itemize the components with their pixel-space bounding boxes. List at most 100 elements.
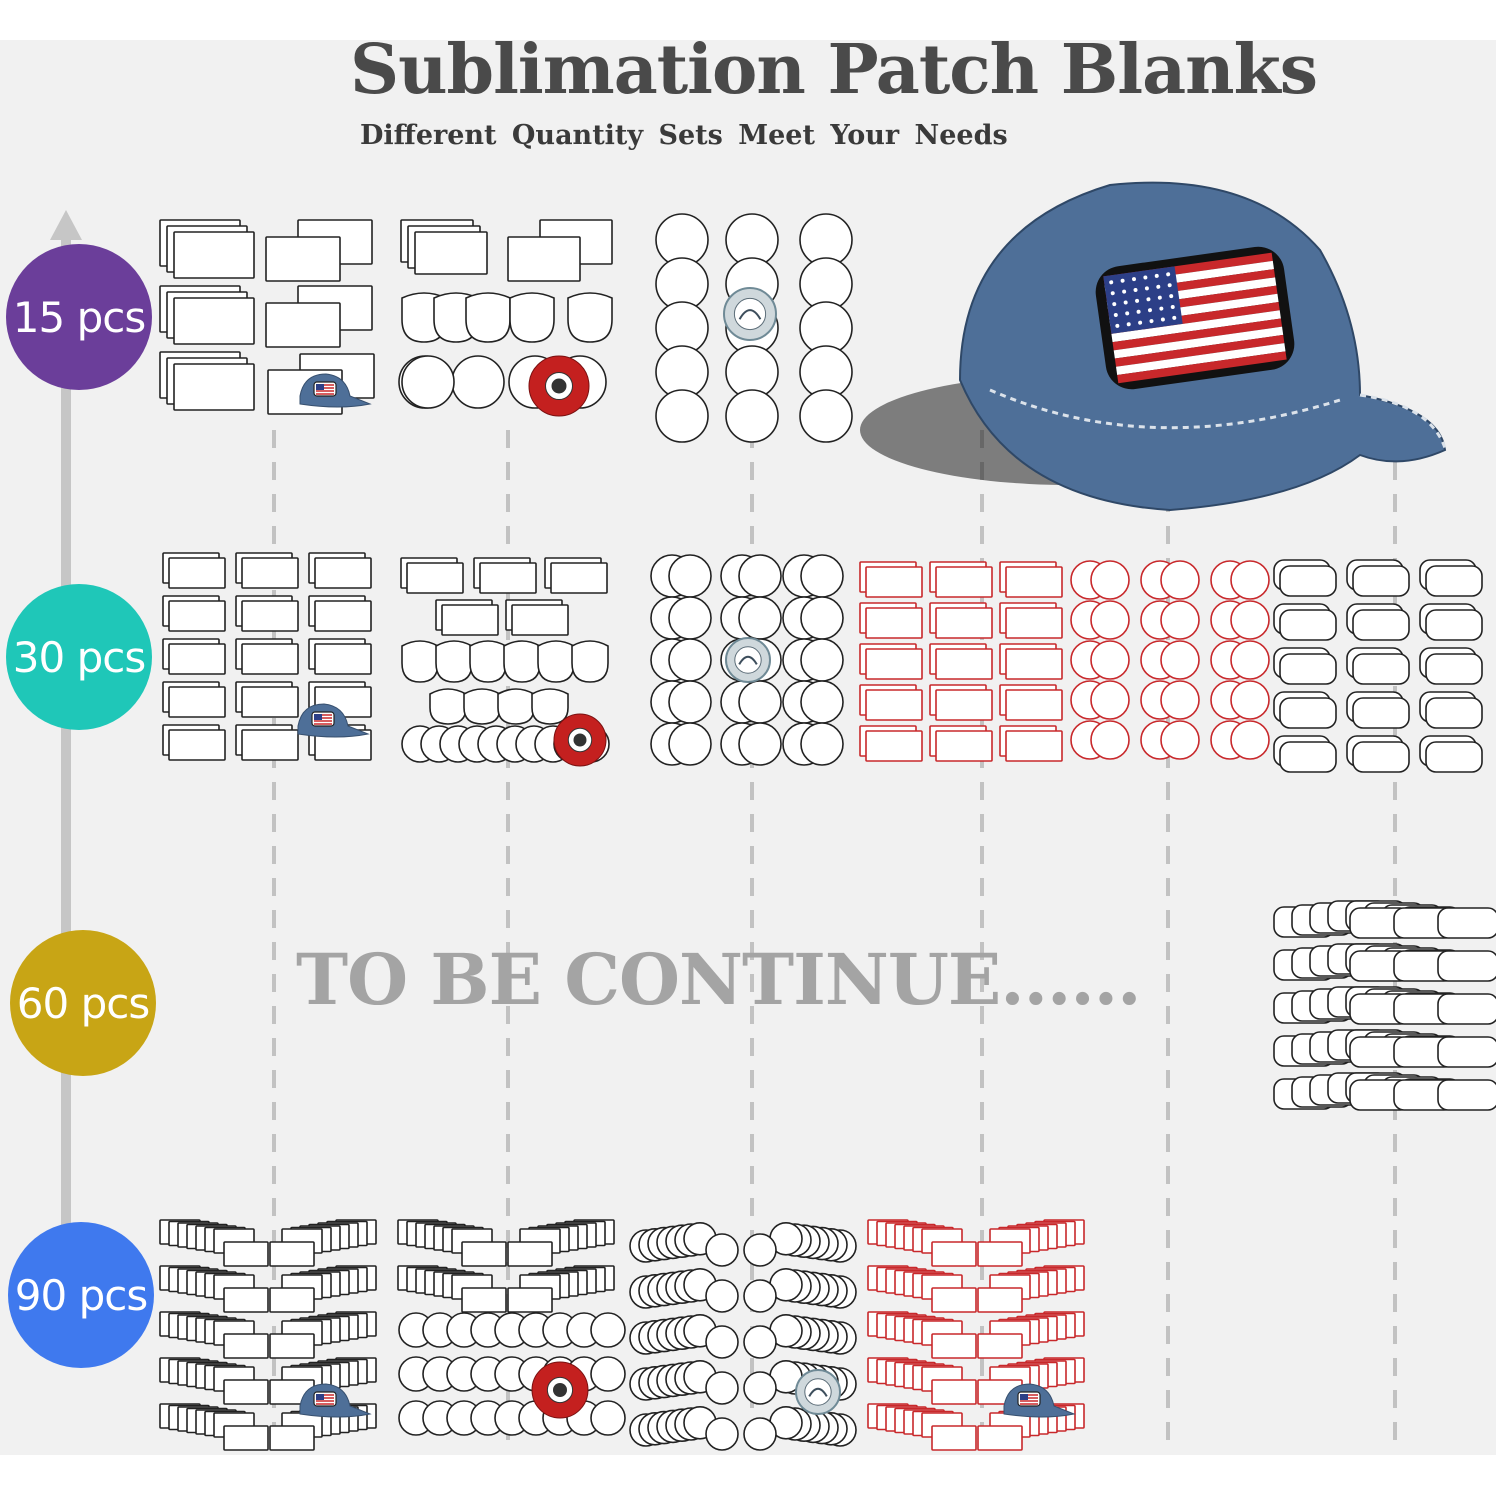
flag-star (1120, 278, 1125, 283)
patch-blank (1425, 697, 1483, 729)
patch-blank (507, 1287, 553, 1313)
patch-blank (223, 1333, 269, 1359)
patch-blank (168, 600, 226, 632)
patch-blank (977, 1425, 1023, 1451)
patch-blank (1160, 600, 1200, 640)
patch-blank (223, 1241, 269, 1267)
patch-blank (1005, 566, 1063, 598)
patch-blank (1279, 653, 1337, 685)
patch-blank (977, 1287, 1023, 1313)
flag-star (1135, 298, 1140, 303)
patch-blank (743, 1233, 777, 1267)
flag-stripe (1112, 318, 1283, 351)
patch-blank (241, 643, 299, 675)
patch-blank (1437, 1036, 1496, 1068)
patch-blank (1279, 565, 1337, 597)
patch-blank (1160, 680, 1200, 720)
tier-badge-90: 90 pcs (8, 1222, 154, 1368)
patch-blank (1352, 609, 1410, 641)
set-30-rectangles (162, 552, 372, 761)
patch-blank (168, 557, 226, 589)
patch-blank (865, 730, 923, 762)
patch-blank (1160, 640, 1200, 680)
set-30-circles (650, 554, 844, 766)
flag-patch-icon (1103, 252, 1287, 384)
patch-blank (738, 680, 782, 724)
patch-blank (269, 1241, 315, 1267)
patch-blank (1005, 648, 1063, 680)
set-60-rounded-rectangles (1273, 900, 1496, 1111)
patch-blank (1425, 609, 1483, 641)
flag-star (1122, 289, 1127, 294)
patch-blank (935, 607, 993, 639)
coaster-photo-icon (795, 1369, 841, 1415)
patch-blank (1437, 993, 1496, 1025)
patch-blank (1437, 907, 1496, 939)
patch-blank (1352, 697, 1410, 729)
patch-blank (173, 363, 255, 411)
set-90-circles (629, 1222, 857, 1451)
flag-star (1109, 280, 1114, 285)
patch-blank (465, 292, 511, 343)
patch-blank (1230, 600, 1270, 640)
patch-blank (497, 688, 535, 725)
patch-blank (743, 1371, 777, 1405)
patch-blank (931, 1333, 977, 1359)
patch-blank (461, 1241, 507, 1267)
patch-blank (668, 722, 712, 766)
flag-star (1126, 322, 1131, 327)
patch-blank (668, 554, 712, 598)
flag-star (1138, 320, 1143, 325)
patch-blank (800, 554, 844, 598)
patch-blank (463, 688, 501, 725)
patch-blank (1005, 689, 1063, 721)
patch-blank (743, 1279, 777, 1313)
patch-blank (1437, 950, 1496, 982)
patch-blank (173, 231, 255, 279)
patch-blank (1279, 741, 1337, 773)
set-30-red-rectangles (859, 561, 1063, 762)
flag-star (1133, 288, 1138, 293)
flag-stripe (1111, 310, 1281, 343)
patch-blank (977, 1241, 1023, 1267)
flag-canton (1103, 266, 1183, 334)
patch-blank (314, 643, 372, 675)
patch-blank (935, 730, 993, 762)
patch-blank (1230, 560, 1270, 600)
page-title: Sublimation Patch Blanks (350, 30, 1318, 110)
patch-blank (705, 1325, 739, 1359)
patch-blank (800, 638, 844, 682)
patch-blank (865, 607, 923, 639)
patch-blank (429, 688, 467, 725)
patch-blank (269, 1287, 315, 1313)
patch-blank (507, 236, 581, 282)
patch-blank (265, 236, 341, 282)
patch-blank (738, 596, 782, 640)
patch-blank (1230, 680, 1270, 720)
patch-blank (1425, 653, 1483, 685)
patch-blank (479, 562, 537, 594)
patch-blank (503, 640, 541, 683)
patch-blank (1230, 720, 1270, 760)
flag-star (1123, 300, 1128, 305)
patch-blank (1230, 640, 1270, 680)
patch-blank (537, 640, 575, 683)
patch-blank (931, 1241, 977, 1267)
patch-blank (743, 1417, 777, 1451)
patch-blank (1090, 560, 1130, 600)
patch-blank (401, 640, 439, 683)
patch-blank (1279, 609, 1337, 641)
page-subtitle: Different Quantity Sets Meet Your Needs (360, 120, 1008, 151)
patch-blank (414, 231, 488, 275)
coaster-photo-icon (723, 287, 777, 341)
tier-badge-60: 60 pcs (10, 930, 156, 1076)
patch-blank (655, 389, 709, 443)
patch-blank (451, 355, 505, 409)
patch-blank (571, 640, 609, 683)
patch-blank (507, 1241, 553, 1267)
set-90-rectangles (159, 1219, 377, 1451)
cap-stitching (1359, 393, 1447, 449)
patch-blank (241, 557, 299, 589)
flag-star (1157, 295, 1162, 300)
